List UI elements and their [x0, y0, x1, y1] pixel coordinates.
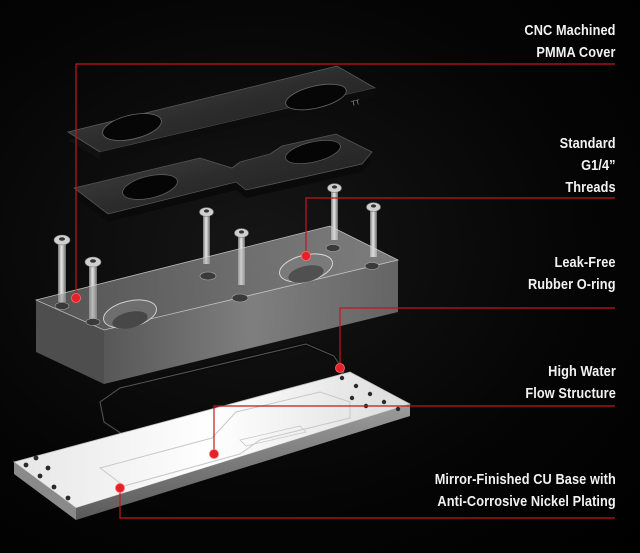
threads-plate	[73, 133, 373, 222]
callout-label-line: G1/4”	[581, 158, 616, 174]
screw	[199, 207, 214, 264]
screw	[327, 183, 342, 240]
callout-label-cover: CNC Machined PMMA Cover	[525, 20, 616, 64]
callout-label-flow: High Water Flow Structure	[525, 361, 616, 405]
callout-label-oring: Leak-Free Rubber O-ring	[528, 252, 616, 296]
svg-text:TT: TT	[351, 99, 362, 108]
callout-label-line: Mirror-Finished CU Base with	[434, 472, 616, 488]
callout-label-line: PMMA Cover	[536, 45, 616, 61]
callout-label-line: CNC Machined	[524, 23, 616, 39]
screw	[53, 234, 71, 302]
callout-dots	[71, 251, 345, 493]
callout-dot-cover	[71, 293, 81, 303]
callout-dot-oring	[335, 363, 345, 373]
cu-base	[13, 371, 412, 520]
callout-label-line: Leak-Free	[554, 255, 616, 271]
callout-line-threads	[305, 197, 615, 256]
callout-label-line: Flow Structure	[525, 386, 616, 402]
callout-label-line: Standard	[559, 136, 616, 152]
callout-dot-threads	[301, 251, 311, 261]
pmma-cover: TT	[66, 65, 377, 160]
callout-lines	[75, 63, 615, 519]
callout-line-flow	[213, 405, 615, 454]
callout-label-line: High Water	[548, 364, 616, 380]
callout-label-line: Threads	[565, 180, 616, 196]
screw	[366, 202, 381, 257]
callout-dot-base	[115, 483, 125, 493]
callout-line-oring	[339, 307, 615, 368]
callout-line-base	[119, 488, 615, 519]
acrylic-block	[34, 225, 400, 384]
callout-label-line: Anti-Corrosive Nickel Plating	[437, 494, 616, 510]
callout-label-line: Rubber O-ring	[528, 277, 616, 293]
callout-label-base: Mirror-Finished CU Base with Anti-Corros…	[435, 469, 616, 513]
callout-line-cover	[75, 63, 615, 298]
callout-dot-flow	[209, 449, 219, 459]
callout-label-threads: Standard G1/4” Threads	[560, 133, 616, 199]
